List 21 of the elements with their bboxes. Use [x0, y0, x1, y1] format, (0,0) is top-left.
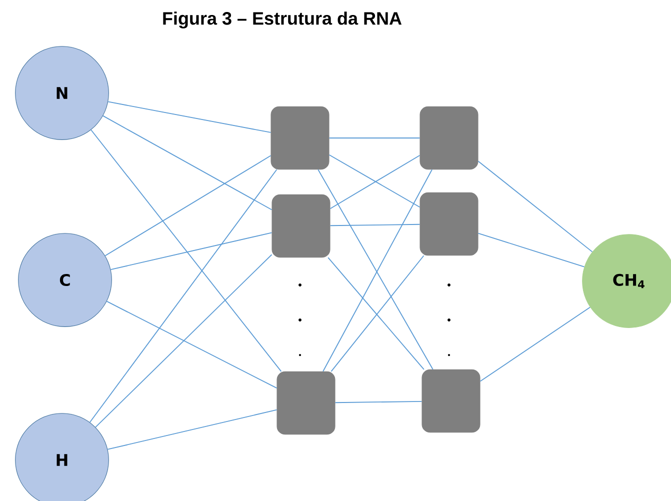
- connection-line: [90, 129, 282, 372]
- neuron-box: [420, 192, 478, 256]
- connection-line: [107, 409, 278, 450]
- neuron-box: [272, 194, 330, 258]
- neuron-box: [270, 106, 330, 170]
- neuron-box: [422, 369, 480, 433]
- connection-line: [102, 115, 272, 210]
- connection-line: [480, 306, 591, 382]
- connection-line: [330, 224, 420, 226]
- neuron-box: [276, 371, 336, 435]
- connection-line: [108, 101, 272, 133]
- neuron-box: [420, 106, 478, 170]
- connection-line: [89, 169, 278, 423]
- connection-line: [478, 160, 593, 252]
- connection-line: [106, 300, 278, 389]
- connection-line: [478, 232, 585, 268]
- connection-line: [334, 400, 422, 404]
- figure-title: Figura 3 – Estrutura da RNA: [163, 12, 402, 28]
- connection-line: [95, 254, 272, 428]
- connection-line: [104, 155, 272, 256]
- connection-line: [110, 232, 272, 270]
